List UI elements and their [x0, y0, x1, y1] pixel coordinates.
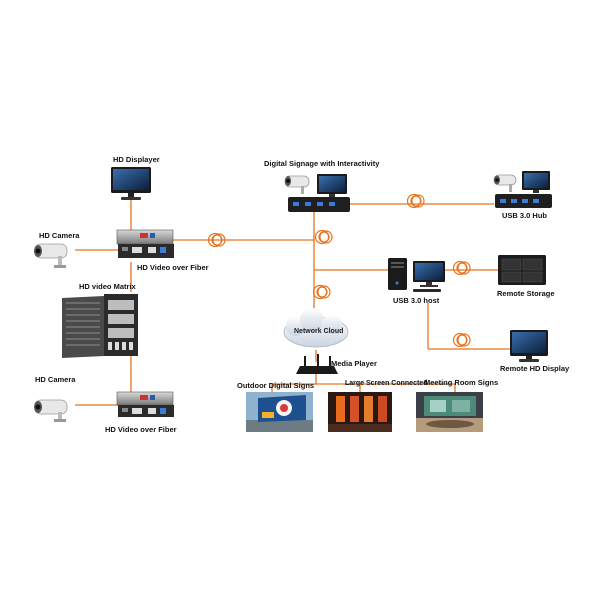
usb-hub-icon [288, 197, 350, 212]
camera-icon [34, 399, 68, 422]
outdoor-signs-label: Outdoor Digital Signs [237, 381, 314, 390]
storage-icon [498, 255, 546, 285]
monitor-icon [510, 330, 548, 362]
large-screen-image [328, 392, 392, 432]
hd-camera-top-label: HD Camera [39, 231, 80, 240]
camera-icon [284, 175, 310, 194]
fiber-coil-icon [314, 229, 333, 245]
monitor-icon [522, 171, 550, 193]
usb-hub-icon [495, 194, 552, 208]
digital-signage-label: Digital Signage with Interactivity [264, 159, 380, 168]
router-icon [296, 354, 338, 374]
hd-video-matrix-label: HD video Matrix [79, 282, 137, 291]
fiber-coil-icon [406, 193, 425, 209]
hd-video-over-fiber-top-label: HD Video over Fiber [137, 263, 209, 272]
remote-hd-display-label: Remote HD Display [500, 364, 570, 373]
fiber-transceiver-icon [116, 229, 174, 258]
cloud-icon [283, 308, 349, 348]
fiber-coil-icon [207, 232, 226, 248]
monitor-icon [413, 261, 445, 292]
hd-displayer-label: HD Displayer [113, 155, 160, 164]
video-matrix-icon [62, 294, 138, 358]
network-cloud-label: Network Cloud [294, 328, 343, 335]
camera-icon [34, 243, 68, 268]
usb-host-label: USB 3.0 host [393, 296, 440, 305]
monitor-icon [317, 174, 347, 197]
fiber-coil-icon [312, 284, 331, 300]
remote-storage-label: Remote Storage [497, 289, 555, 298]
monitor-icon [111, 167, 151, 200]
media-player-label: Media Player [331, 359, 377, 368]
usb-hub-label: USB 3.0 Hub [502, 211, 547, 220]
fiber-coil-icon [452, 332, 471, 348]
meeting-room-label: Meeting Room Signs [424, 378, 498, 387]
hd-video-over-fiber-bottom-label: HD Video over Fiber [105, 425, 177, 434]
large-screen-label: Large Screen Connected [345, 380, 427, 387]
fiber-transceiver-icon [116, 391, 174, 417]
outdoor-sign-image [246, 392, 313, 432]
camera-icon [493, 174, 517, 192]
hd-camera-bottom-label: HD Camera [35, 375, 76, 384]
meeting-room-image [416, 392, 483, 432]
fiber-coil-icon [452, 260, 471, 276]
pc-tower-icon [388, 258, 407, 290]
